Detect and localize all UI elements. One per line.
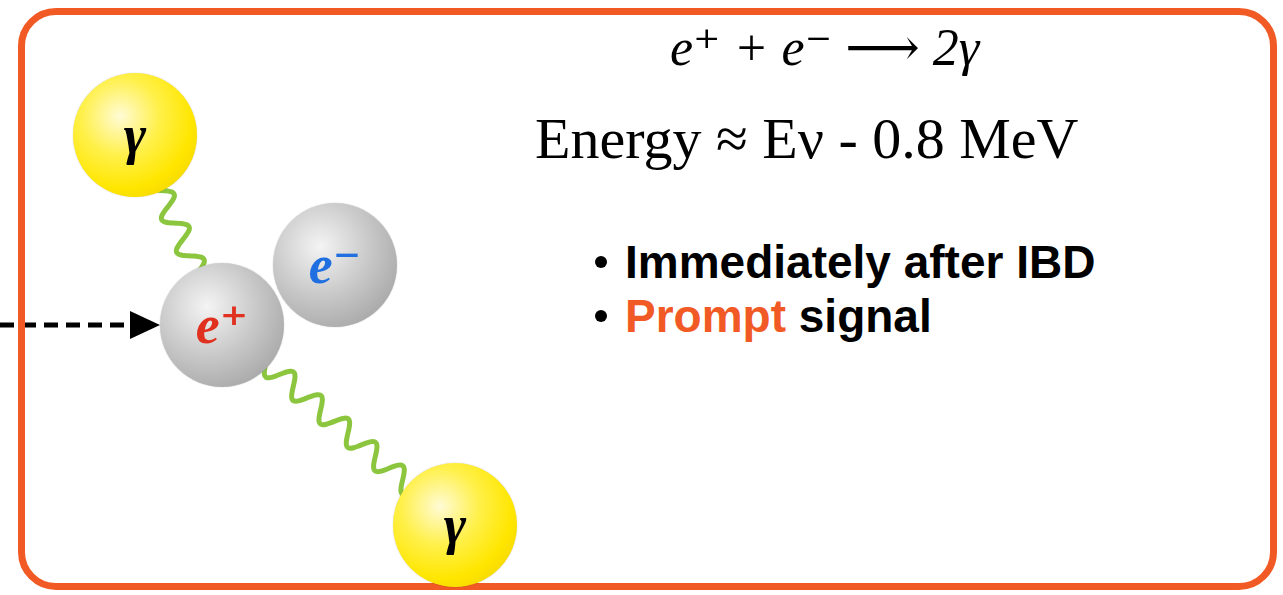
particle-symbol: e⁺ <box>196 298 248 352</box>
bullet-text: Prompt signal <box>625 290 932 343</box>
photon-circle: γ <box>73 73 197 197</box>
photon-wave <box>154 190 204 272</box>
photon-wave <box>264 363 404 495</box>
bullet-text: Immediately after IBD <box>625 236 1095 289</box>
energy-formula: Energy ≈ Eν - 0.8 MeV <box>535 106 1078 173</box>
framed-panel: e⁺ + e⁻ ⟶ 2γ Energy ≈ Eν - 0.8 MeV Immedia… <box>18 8 1277 590</box>
equation: e⁺ + e⁻ ⟶ 2γ <box>670 18 979 78</box>
particle-circle: e⁺ <box>160 263 284 387</box>
particle-symbol: e⁻ <box>309 238 361 292</box>
particle-symbol: γ <box>444 498 466 552</box>
bullet-dot <box>595 256 607 268</box>
particle-circle: e⁻ <box>273 203 397 327</box>
arrow-head <box>130 311 160 339</box>
photon-circle: γ <box>393 463 517 587</box>
bullet-dot <box>595 310 607 322</box>
particle-symbol: γ <box>124 108 146 162</box>
